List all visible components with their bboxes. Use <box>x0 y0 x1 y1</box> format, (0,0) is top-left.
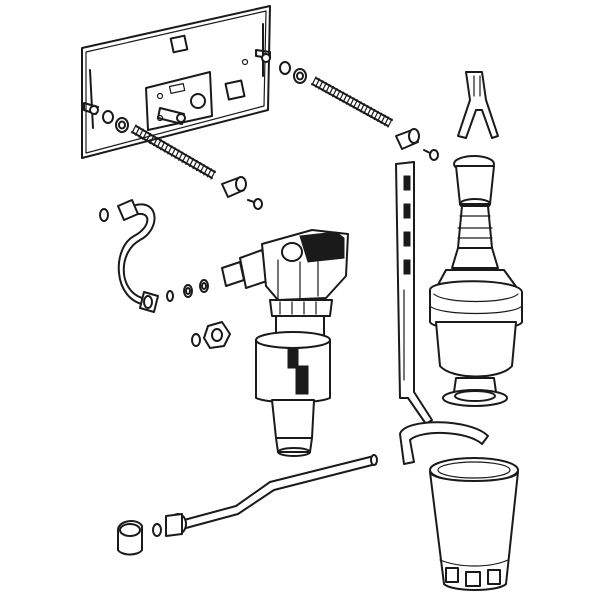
threaded-rod-right <box>311 76 439 161</box>
hose-connector <box>117 454 378 556</box>
connection-pipe <box>99 199 159 313</box>
nut-washer-set <box>102 61 307 133</box>
threaded-rod-left <box>131 124 263 210</box>
union-nut <box>191 321 231 349</box>
fill-valve <box>221 229 349 457</box>
seal-rings <box>166 279 209 302</box>
flush-valve <box>429 155 523 407</box>
guard-basket <box>429 457 519 591</box>
overflow-holder <box>395 161 489 465</box>
valve-lever <box>457 71 499 139</box>
mounting-plate <box>81 5 271 159</box>
